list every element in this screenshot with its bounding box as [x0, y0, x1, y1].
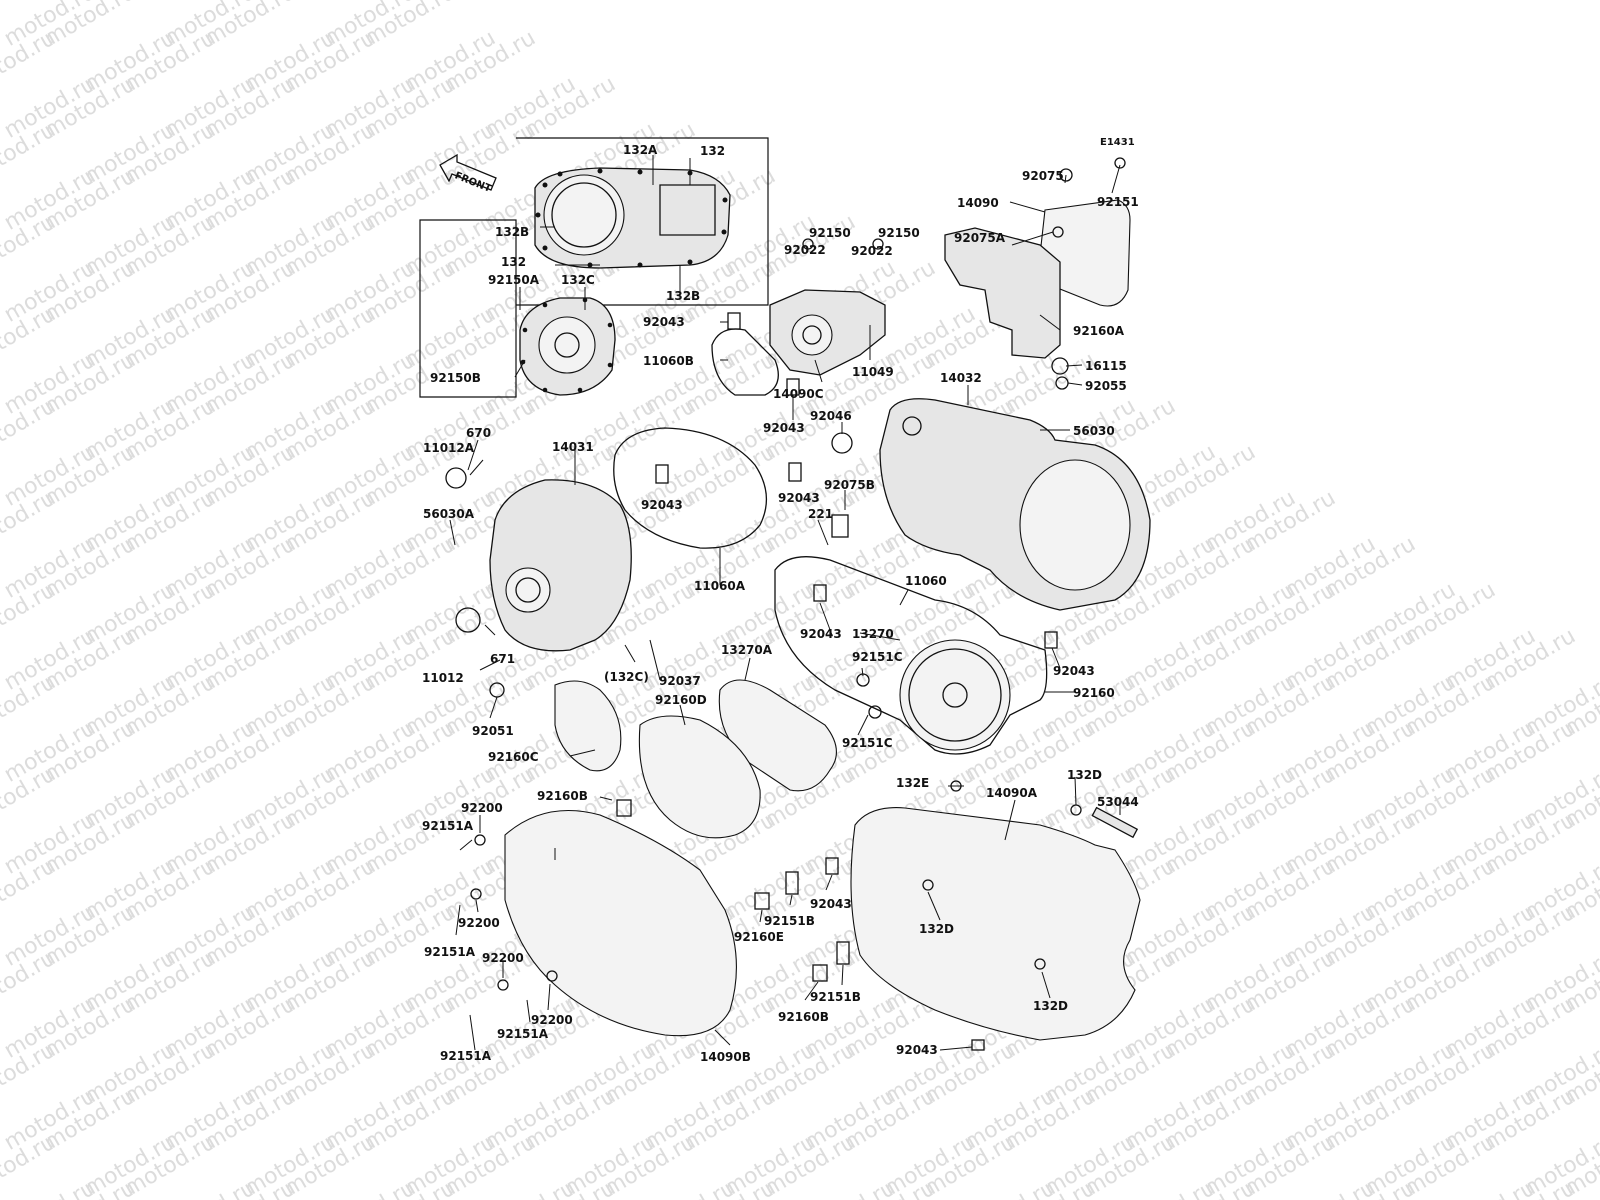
label-132D: 132D — [919, 922, 954, 936]
label-14090B: 14090B — [700, 1050, 751, 1064]
label-132C: 132C — [561, 273, 595, 287]
label-92151A: 92151A — [497, 1027, 549, 1041]
part-14090B-cover — [504, 809, 737, 1037]
label-11060: 11060 — [905, 574, 947, 588]
label-92200: 92200 — [458, 916, 500, 930]
part-53044-bar — [1091, 806, 1139, 839]
label-92046: 92046 — [810, 409, 852, 423]
fastener-icons — [445, 157, 1126, 1051]
label-92160B: 92160B — [778, 1010, 829, 1024]
label-92200: 92200 — [482, 951, 524, 965]
leader-lines — [449, 155, 1121, 1051]
label-11012: 11012 — [422, 671, 464, 685]
label-92051: 92051 — [472, 724, 514, 738]
label-132D: 132D — [1033, 999, 1068, 1013]
label-132B: 132B — [495, 225, 529, 239]
label-670: 670 — [466, 426, 491, 440]
label-13270: 13270 — [852, 627, 894, 641]
part-92160A-gasket — [944, 227, 1061, 359]
part-11060A-gasket — [613, 427, 768, 549]
label-92151: 92151 — [1097, 195, 1139, 209]
label-53044: 53044 — [1097, 795, 1139, 809]
front-arrow-icon: FRONT — [439, 153, 497, 195]
label-92160C: 92160C — [488, 750, 539, 764]
part-14090A-cover — [850, 807, 1141, 1041]
label-11049: 11049 — [852, 365, 894, 379]
label-92075A: 92075A — [954, 231, 1006, 245]
label-92055: 92055 — [1085, 379, 1127, 393]
label-92043: 92043 — [810, 897, 852, 911]
label-92037: 92037 — [659, 674, 701, 688]
label-11060A: 11060A — [694, 579, 746, 593]
label-92075: 92075 — [1022, 169, 1064, 183]
label-92151C: 92151C — [842, 736, 893, 750]
label-14031: 14031 — [552, 440, 594, 454]
label-92043: 92043 — [763, 421, 805, 435]
label-92160A: 92160A — [1073, 324, 1125, 338]
label-56030A: 56030A — [423, 507, 475, 521]
label-132C-paren: (132C) — [604, 670, 649, 684]
label-671: 671 — [490, 652, 515, 666]
diagram-code: E1431 — [1100, 137, 1135, 148]
part-92160C-pad — [554, 680, 622, 772]
label-92022: 92022 — [784, 243, 826, 257]
part-11060-gasket — [774, 556, 1048, 755]
label-92151B: 92151B — [810, 990, 861, 1004]
label-132: 132 — [700, 144, 725, 158]
label-92043: 92043 — [641, 498, 683, 512]
label-92151A: 92151A — [440, 1049, 492, 1063]
label-92151B: 92151B — [764, 914, 815, 928]
part-14032-inner-cover — [879, 398, 1151, 611]
label-92150: 92150 — [809, 226, 851, 240]
label-92150: 92150 — [878, 226, 920, 240]
part-11060B-gasket — [711, 328, 779, 396]
label-92043: 92043 — [643, 315, 685, 329]
label-11060B: 11060B — [643, 354, 694, 368]
label-92150B: 92150B — [430, 371, 481, 385]
inset-cover-lower — [519, 297, 616, 396]
label-13270A: 13270A — [721, 643, 773, 657]
label-92160E: 92160E — [734, 930, 784, 944]
label-14090A: 14090A — [986, 786, 1038, 800]
label-14090: 14090 — [957, 196, 999, 210]
label-132A: 132A — [623, 143, 658, 157]
label-132E: 132E — [896, 776, 929, 790]
part-14090C-housing — [769, 289, 886, 376]
label-16115: 16115 — [1085, 359, 1127, 373]
label-92151C: 92151C — [852, 650, 903, 664]
label-92151A: 92151A — [424, 945, 476, 959]
label-92043: 92043 — [778, 491, 820, 505]
label-11012A: 11012A — [423, 441, 475, 455]
label-56030: 56030 — [1073, 424, 1115, 438]
label-132: 132 — [501, 255, 526, 269]
label-92043: 92043 — [1053, 664, 1095, 678]
part-13270-clutch-cover — [899, 639, 1011, 751]
part-14031-outer-cover — [489, 479, 632, 652]
label-92022: 92022 — [851, 244, 893, 258]
part-92160D-pad — [638, 715, 761, 839]
label-92160: 92160 — [1073, 686, 1115, 700]
label-92075B: 92075B — [824, 478, 875, 492]
label-14090C: 14090C — [773, 387, 824, 401]
label-14032: 14032 — [940, 371, 982, 385]
part-labels: 132A 132 132B 132 132B 92150A 132C 92150… — [422, 143, 1139, 1064]
label-132D: 132D — [1067, 768, 1102, 782]
label-92043: 92043 — [800, 627, 842, 641]
label-92200: 92200 — [531, 1013, 573, 1027]
label-92043: 92043 — [896, 1043, 938, 1057]
inset-variant-box — [419, 137, 769, 398]
label-221: 221 — [808, 507, 833, 521]
label-132B: 132B — [666, 289, 700, 303]
label-92151A: 92151A — [422, 819, 474, 833]
label-92150A: 92150A — [488, 273, 540, 287]
inset-cover-upper — [534, 167, 731, 269]
label-92160B: 92160B — [537, 789, 588, 803]
label-92200: 92200 — [461, 801, 503, 815]
label-92160D: 92160D — [655, 693, 707, 707]
